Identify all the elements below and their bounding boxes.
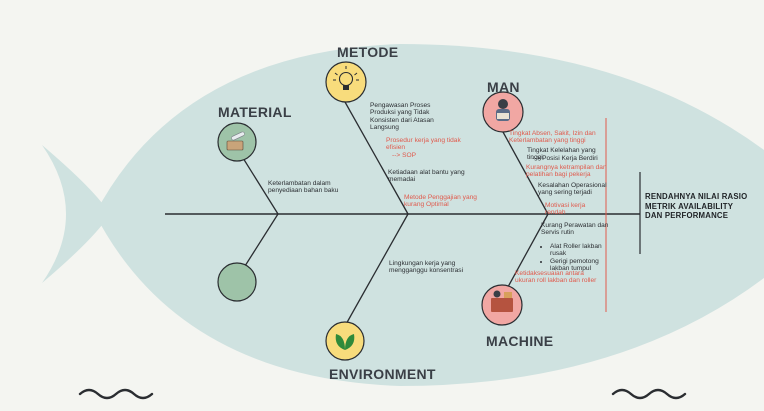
cause-text: Motivasi kerja rendah	[545, 202, 586, 217]
wave-left	[78, 388, 154, 400]
cause-text: Tingkat Absen, Sakit, Izin dan Keterlamb…	[509, 130, 596, 145]
cause-text: Tingkat Kelelahan yang tinggi	[527, 147, 596, 162]
fish-body	[95, 44, 764, 386]
cause-text: Ketiadaan alat bantu yang memadai	[388, 169, 465, 184]
cause-text: --> Posisi Kerja Berdiri	[532, 155, 598, 162]
category-man: MAN	[487, 79, 520, 95]
cause-text: Metode Penggajian yang kurang Optimal	[404, 194, 477, 209]
fish-tail	[42, 145, 110, 283]
category-machine: MACHINE	[486, 333, 554, 349]
cause-bullet: Gerigi pemotong lakban tumpul	[550, 258, 609, 273]
cause-text: Kurang Perawatan dan Servis rutin	[541, 222, 609, 237]
category-metode: METODE	[337, 44, 399, 60]
problem-line: DAN PERFORMANCE	[645, 211, 729, 220]
problem-statement: RENDAHNYA NILAI RASIO METRIK AVAILABILIT…	[645, 192, 747, 221]
bone-machine	[502, 213, 549, 297]
problem-line: RENDAHNYA NILAI RASIO	[645, 192, 748, 201]
worker-icon	[482, 91, 524, 133]
cause-text: Keterlambatan dalam penyediaan bahan bak…	[268, 180, 339, 195]
cause-text: Lingkungan kerja yang mengganggu konsent…	[389, 260, 464, 275]
cause-text: Kesalahan Operasional yang sering terjad…	[538, 182, 607, 197]
cause-text: Ketidaksesuaian antara ukuran roll lakba…	[515, 270, 597, 285]
blank-circle-icon	[217, 262, 257, 302]
machine-icon	[481, 284, 523, 326]
cause-bullet-list: Alat Roller lakban rusak Gerigi pemotong…	[541, 243, 609, 273]
bone-material	[237, 149, 279, 215]
lightbulb-icon	[325, 61, 367, 103]
leaf-icon	[325, 321, 365, 361]
bone-metode	[344, 101, 409, 215]
problem-line: METRIK AVAILABILITY	[645, 201, 734, 211]
category-material: MATERIAL	[218, 104, 292, 120]
material-icon	[217, 122, 257, 162]
cause-text: Prosedur kerja yang tidak efisien	[386, 137, 461, 152]
cause-text: Kurangnya ketrampilan dan pelatihan bagi…	[526, 164, 607, 179]
bone-environment	[344, 213, 409, 327]
cause-text: Pengawasan Proses Produksi yang Tidak Ko…	[370, 102, 434, 132]
cause-text: --> SOP	[392, 152, 416, 159]
bone-man	[502, 131, 549, 215]
wave-right	[611, 388, 687, 400]
cause-bullet: Alat Roller lakban rusak	[550, 243, 609, 258]
category-environment: ENVIRONMENT	[329, 366, 436, 382]
